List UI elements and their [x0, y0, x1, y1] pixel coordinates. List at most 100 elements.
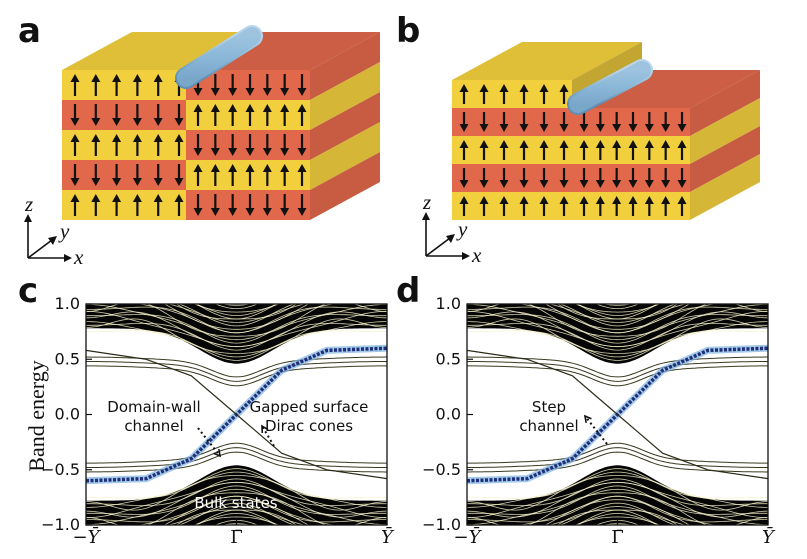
layer-right: [186, 160, 310, 190]
up-arrow-icon: [628, 140, 638, 160]
up-arrow-icon: [579, 196, 589, 216]
down-arrow-icon: [280, 74, 290, 96]
band-line: [195, 509, 278, 525]
layer-right: [572, 108, 690, 136]
up-arrow-icon: [228, 164, 238, 186]
down-arrow-icon: [132, 104, 142, 126]
down-arrow-icon: [644, 112, 654, 132]
down-arrow-icon: [612, 112, 622, 132]
up-arrow-icon: [297, 104, 307, 126]
up-arrow-icon: [519, 140, 529, 160]
surface-band: [86, 365, 387, 387]
band-line: [548, 506, 687, 525]
layer-left: [452, 108, 572, 136]
x-tick-label: Γ̄: [611, 527, 624, 548]
layer-left: [452, 192, 572, 220]
band-line: [86, 330, 387, 361]
y-axis-label: Band energy: [24, 360, 49, 471]
side-layer: [310, 152, 380, 220]
down-arrow-icon: [245, 134, 255, 156]
y-tick-label: 1.0: [55, 294, 80, 313]
up-arrow-icon: [559, 140, 569, 160]
down-arrow-icon: [112, 104, 122, 126]
band-line: [86, 304, 387, 337]
up-arrow-icon: [661, 140, 671, 160]
down-arrow-icon: [193, 134, 203, 156]
axis-y-label: y: [58, 219, 70, 243]
down-arrow-icon: [595, 112, 605, 132]
surface-band: [86, 442, 387, 464]
band-line: [467, 314, 768, 344]
y-tick-label: −1.0: [422, 515, 461, 534]
band-line: [138, 495, 335, 525]
down-arrow-icon: [661, 112, 671, 132]
layer-left: [62, 70, 186, 100]
up-arrow-icon: [70, 74, 80, 96]
up-arrow-icon: [579, 140, 589, 160]
top-face-lower: [572, 70, 760, 108]
panel-label-c: c: [18, 271, 38, 311]
layer-left: [62, 160, 186, 190]
band-line: [86, 318, 387, 354]
up-arrow-icon: [499, 196, 509, 216]
layer-right: [186, 130, 310, 160]
up-arrow-icon: [479, 140, 489, 160]
down-arrow-icon: [91, 164, 101, 186]
down-arrow-icon: [479, 168, 489, 188]
down-arrow-icon: [174, 104, 184, 126]
down-arrow-icon: [132, 164, 142, 186]
x-tick-label: Ȳ: [381, 525, 395, 548]
y-tick-label: 1.0: [436, 294, 461, 313]
annotation-pointer: [261, 425, 275, 447]
axis-z-label-b: z: [422, 190, 431, 214]
up-arrow-icon: [153, 194, 163, 216]
axis-triad-a: z y x: [24, 192, 84, 269]
y-tick-label: 0.0: [55, 405, 80, 424]
domain-wall-block-diagram: [62, 25, 380, 220]
up-arrow-icon: [479, 196, 489, 216]
layer-left: [62, 130, 186, 160]
down-arrow-icon: [210, 194, 220, 216]
down-arrow-icon: [579, 112, 589, 132]
crossing-band: [86, 349, 387, 480]
band-line: [467, 488, 768, 525]
band-line: [221, 304, 252, 306]
band-line: [86, 273, 387, 302]
up-arrow-icon: [459, 140, 469, 160]
band-line: [467, 318, 768, 354]
up-arrow-icon: [459, 196, 469, 216]
down-arrow-icon: [210, 74, 220, 96]
band-line: [86, 478, 387, 506]
down-arrow-icon: [479, 112, 489, 132]
up-arrow-icon: [70, 194, 80, 216]
down-arrow-icon: [644, 168, 654, 188]
band-line: [576, 304, 659, 316]
layer-left: [452, 136, 572, 164]
down-arrow-icon: [595, 168, 605, 188]
up-arrow-icon: [193, 164, 203, 186]
up-arrow-icon: [559, 84, 569, 104]
y-tick-label: 0.5: [436, 349, 461, 368]
up-arrow-icon: [228, 104, 238, 126]
band-line: [544, 499, 691, 525]
bulk-bands: [467, 304, 768, 525]
axis-z-label: z: [24, 192, 33, 216]
band-line: [214, 304, 259, 309]
band-line: [167, 506, 306, 525]
band-line: [467, 492, 768, 525]
up-arrow-icon: [519, 196, 529, 216]
band-line: [602, 304, 633, 306]
down-arrow-icon: [677, 168, 687, 188]
band-line: [467, 485, 768, 515]
y-tick-label: 0.5: [55, 349, 80, 368]
down-arrow-icon: [539, 112, 549, 132]
down-arrow-icon: [280, 194, 290, 216]
band-line: [467, 304, 768, 337]
down-arrow-icon: [459, 112, 469, 132]
up-arrow-icon: [539, 84, 549, 104]
band-line: [467, 471, 768, 508]
down-arrow-icon: [628, 112, 638, 132]
band-line: [467, 475, 768, 511]
band-line: [195, 304, 278, 320]
